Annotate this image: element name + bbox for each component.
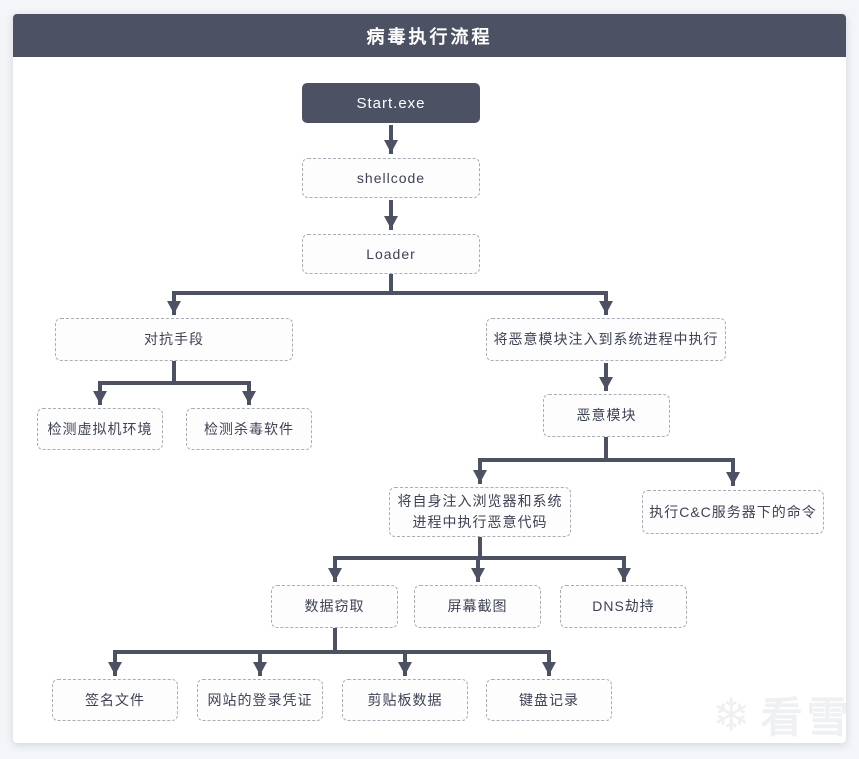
watermark: ❄ 看雪 — [712, 684, 853, 745]
node-anti-detection: 对抗手段 — [55, 318, 293, 361]
flowchart-card — [13, 14, 846, 743]
flowchart-header: 病毒执行流程 — [13, 14, 846, 57]
node-start: Start.exe — [302, 83, 480, 123]
node-malicious-module: 恶意模块 — [543, 394, 670, 437]
watermark-text: 看雪 — [760, 694, 853, 741]
node-detect-vm: 检测虚拟机环境 — [37, 408, 163, 450]
node-dns-hijack: DNS劫持 — [560, 585, 687, 628]
node-loader: Loader — [302, 234, 480, 274]
node-cc-commands: 执行C&C服务器下的命令 — [642, 490, 824, 534]
node-keyboard-logging: 键盘记录 — [486, 679, 612, 721]
node-shellcode: shellcode — [302, 158, 480, 198]
node-data-theft: 数据窃取 — [271, 585, 398, 628]
node-inject-system: 将恶意模块注入到系统进程中执行 — [486, 318, 726, 361]
snowflake-icon: ❄ — [712, 688, 751, 741]
node-clipboard-data: 剪贴板数据 — [342, 679, 468, 721]
node-website-credentials: 网站的登录凭证 — [197, 679, 323, 721]
node-inject-browser: 将自身注入浏览器和系统进程中执行恶意代码 — [389, 487, 571, 537]
node-signature-files: 签名文件 — [52, 679, 178, 721]
node-detect-antivirus: 检测杀毒软件 — [186, 408, 312, 450]
node-screen-capture: 屏幕截图 — [414, 585, 541, 628]
page-title: 病毒执行流程 — [366, 26, 493, 47]
